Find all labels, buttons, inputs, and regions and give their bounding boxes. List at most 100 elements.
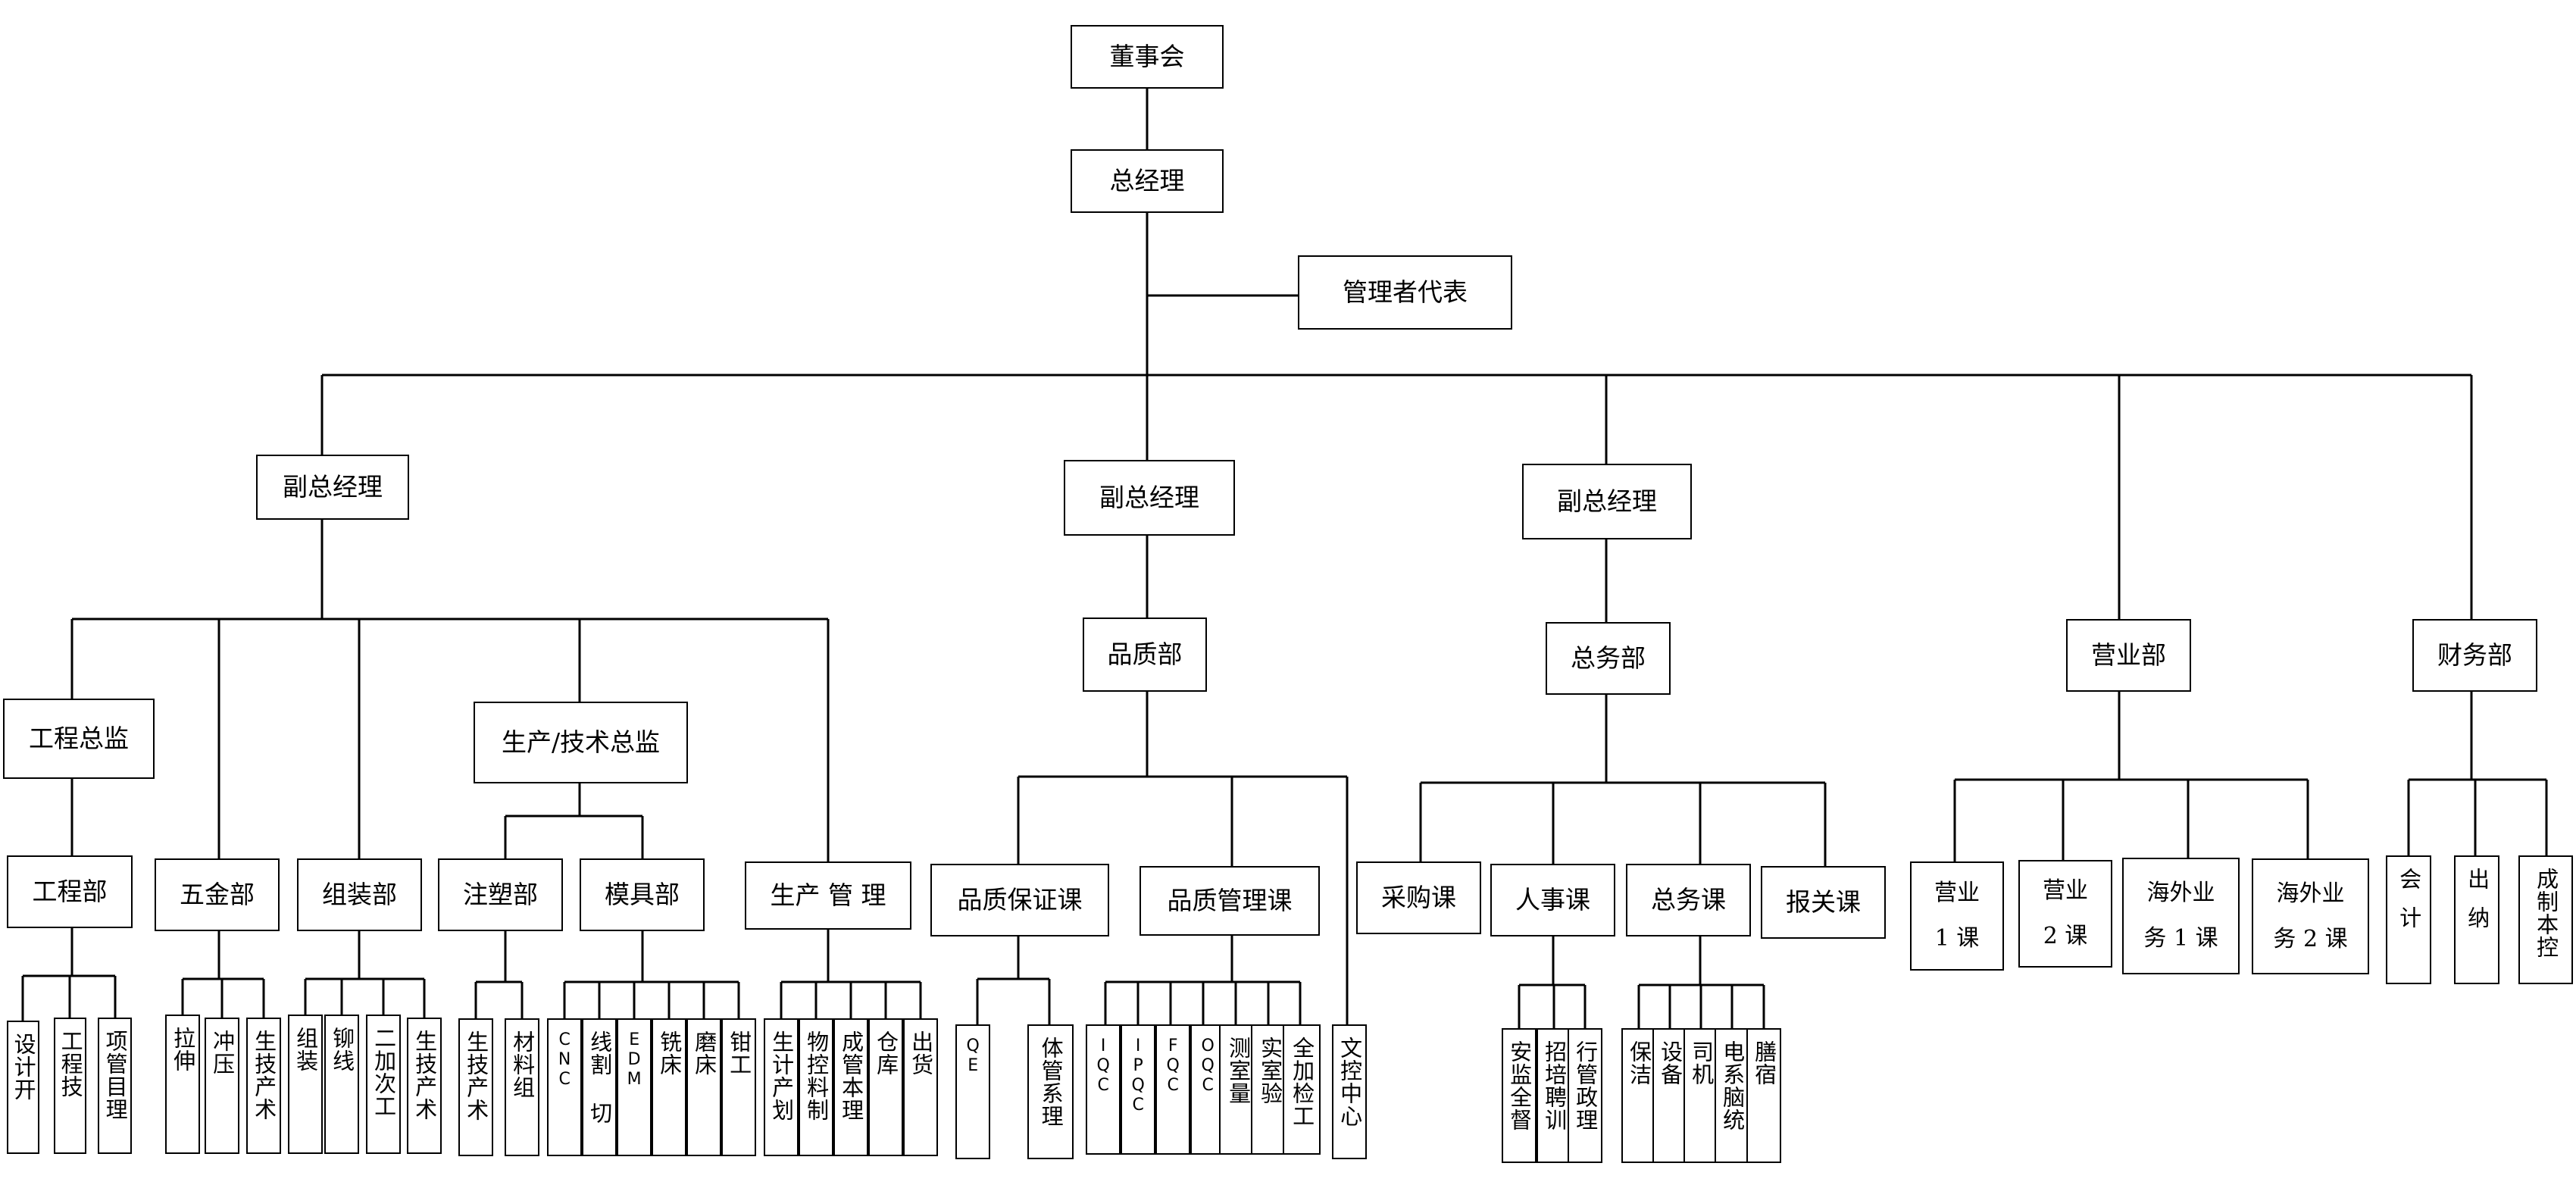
safety-label-a: 安监 <box>1506 1040 1533 1086</box>
production-tech-director-box: 生产/技术总监 <box>474 702 688 783</box>
quality-dept-label: 品质部 <box>1107 639 1183 669</box>
full-inspection-label-a: 全加 <box>1289 1036 1315 1082</box>
computer-system-label-a: 电系 <box>1719 1040 1746 1086</box>
customs-section-label: 报关课 <box>1786 886 1861 917</box>
general-affairs-dept-box: 总务部 <box>1546 622 1671 695</box>
admin-label-b: 政理 <box>1572 1086 1599 1131</box>
hardware-dept-label: 五金部 <box>180 879 255 909</box>
production-tech-inj-label-a: 生技 <box>463 1030 489 1076</box>
document-center-box: 文控中心 <box>1332 1024 1367 1159</box>
system-mgmt-label-b: 系理 <box>1038 1082 1064 1127</box>
laboratory-label-a: 实室 <box>1257 1036 1283 1082</box>
cost-control-label-a: 成制 <box>2533 868 2559 913</box>
ga-section-box: 总务课 <box>1626 864 1751 936</box>
design-label-b: 计开 <box>11 1055 37 1101</box>
sales-2-label: 营业 2 课 <box>2043 877 2088 949</box>
cleaning-label: 保洁 <box>1626 1040 1652 1086</box>
warehouse-label: 仓库 <box>873 1030 899 1076</box>
general-manager-box: 总经理 <box>1071 149 1224 213</box>
production-tech-asm-label-b: 产术 <box>411 1075 438 1121</box>
project-mgmt-label-b: 目理 <box>102 1075 129 1121</box>
rivet-line-box: 铆线 <box>324 1015 359 1154</box>
grinding-box: 磨床 <box>686 1018 721 1156</box>
computer-system-label-b: 脑统 <box>1719 1086 1746 1131</box>
shipping-label: 出货 <box>908 1030 934 1076</box>
drawing-box: 拉伸 <box>165 1015 200 1154</box>
qm-section-label: 品质管理课 <box>1167 885 1293 915</box>
recruit-label-a: 招培 <box>1541 1040 1568 1086</box>
driver-box: 司机 <box>1683 1028 1718 1163</box>
canteen-label: 膳宿 <box>1751 1040 1777 1086</box>
production-tech-hw-label-b: 产术 <box>251 1075 277 1121</box>
material-control-label-a: 物控 <box>803 1030 830 1076</box>
finance-dept-box: 财务部 <box>2412 619 2537 692</box>
mold-dept-box: 模具部 <box>580 858 705 931</box>
vice-gm-1-box: 副总经理 <box>256 455 409 520</box>
vice-gm-2-box: 副总经理 <box>1064 460 1235 536</box>
vice-gm-3-label: 副总经理 <box>1557 486 1657 516</box>
computer-system-box: 电系脑统 <box>1715 1028 1749 1163</box>
overseas-2-box: 海外业 务 2 课 <box>2252 858 2369 974</box>
cost-control-box: 成制本控 <box>2518 855 2573 984</box>
document-center-label: 文控中心 <box>1336 1036 1363 1127</box>
assemble-box: 组装 <box>288 1015 323 1154</box>
cnc-label: CNC <box>555 1030 574 1090</box>
accounting-label: 会计 <box>2396 868 2422 945</box>
quality-dept-box: 品质部 <box>1083 618 1207 692</box>
project-mgmt-label-a: 项管 <box>102 1030 129 1075</box>
hr-section-box: 人事课 <box>1490 864 1615 936</box>
hr-section-label: 人事课 <box>1515 884 1590 915</box>
production-tech-inj-label-b: 产术 <box>463 1076 489 1121</box>
hardware-dept-box: 五金部 <box>155 858 280 931</box>
stamping-box: 冲压 <box>205 1018 239 1154</box>
injection-dept-label: 注塑部 <box>463 879 538 909</box>
production-plan-label-a: 生计 <box>768 1030 795 1076</box>
fqc-box: FQC <box>1155 1024 1190 1155</box>
material-control-box: 物控料制 <box>799 1018 833 1156</box>
cashier-box: 出纳 <box>2454 855 2499 984</box>
engineering-director-box: 工程总监 <box>3 699 155 779</box>
qa-section-label: 品质保证课 <box>957 884 1083 915</box>
safety-label-b: 全督 <box>1506 1086 1533 1131</box>
drawing-label: 拉伸 <box>170 1027 196 1072</box>
full-inspection-label-b: 检工 <box>1289 1082 1315 1127</box>
purchasing-section-label: 采购课 <box>1381 882 1456 912</box>
design-label-a: 设 <box>11 1033 37 1055</box>
qm-section-box: 品质管理课 <box>1140 866 1320 936</box>
board-label: 董事会 <box>1109 41 1185 71</box>
secondary-process-label-b: 次工 <box>370 1072 397 1118</box>
equipment-label: 设备 <box>1657 1040 1683 1086</box>
cost-mgmt-label-b: 本理 <box>838 1076 864 1121</box>
production-tech-asm-label-a: 生技 <box>411 1030 438 1075</box>
general-manager-label: 总经理 <box>1109 165 1185 195</box>
laboratory-box: 实室验 <box>1251 1024 1289 1155</box>
assembly-dept-box: 组装部 <box>297 858 422 931</box>
qe-box: QE <box>955 1024 990 1159</box>
cost-mgmt-label-a: 成管 <box>838 1030 864 1076</box>
overseas-1-label: 海外业 务 1 课 <box>2143 880 2218 952</box>
production-tech-inj-box: 生技产术 <box>458 1018 493 1156</box>
engineering-tech-box: 工程技 <box>54 1018 86 1154</box>
production-plan-label-b: 产划 <box>768 1076 795 1121</box>
driver-label: 司机 <box>1688 1040 1715 1086</box>
general-affairs-dept-label: 总务部 <box>1571 643 1646 673</box>
cost-control-label-b: 本控 <box>2533 913 2559 958</box>
secondary-process-label-a: 二加 <box>370 1027 397 1072</box>
overseas-1-box: 海外业 务 1 课 <box>2122 858 2240 974</box>
qe-label: QE <box>963 1036 983 1076</box>
measurement-room-label-a: 测室 <box>1225 1036 1252 1082</box>
engineering-dept-label: 工程部 <box>32 876 108 906</box>
vice-gm-3-box: 副总经理 <box>1522 464 1692 539</box>
milling-label: 铣床 <box>656 1030 683 1076</box>
milling-box: 铣床 <box>652 1018 686 1156</box>
engineering-tech-label: 工程技 <box>58 1030 84 1098</box>
sales-dept-box: 营业部 <box>2066 619 2191 692</box>
iqc-label: IQC <box>1093 1036 1113 1096</box>
ga-section-label: 总务课 <box>1651 884 1726 915</box>
oqc-label: OQC <box>1198 1036 1218 1096</box>
vice-gm-2-label: 副总经理 <box>1099 482 1199 512</box>
system-mgmt-label-a: 体管 <box>1038 1036 1064 1082</box>
production-mgmt-box: 生产 管 理 <box>745 861 911 930</box>
production-tech-director-label: 生产/技术总监 <box>501 727 661 757</box>
